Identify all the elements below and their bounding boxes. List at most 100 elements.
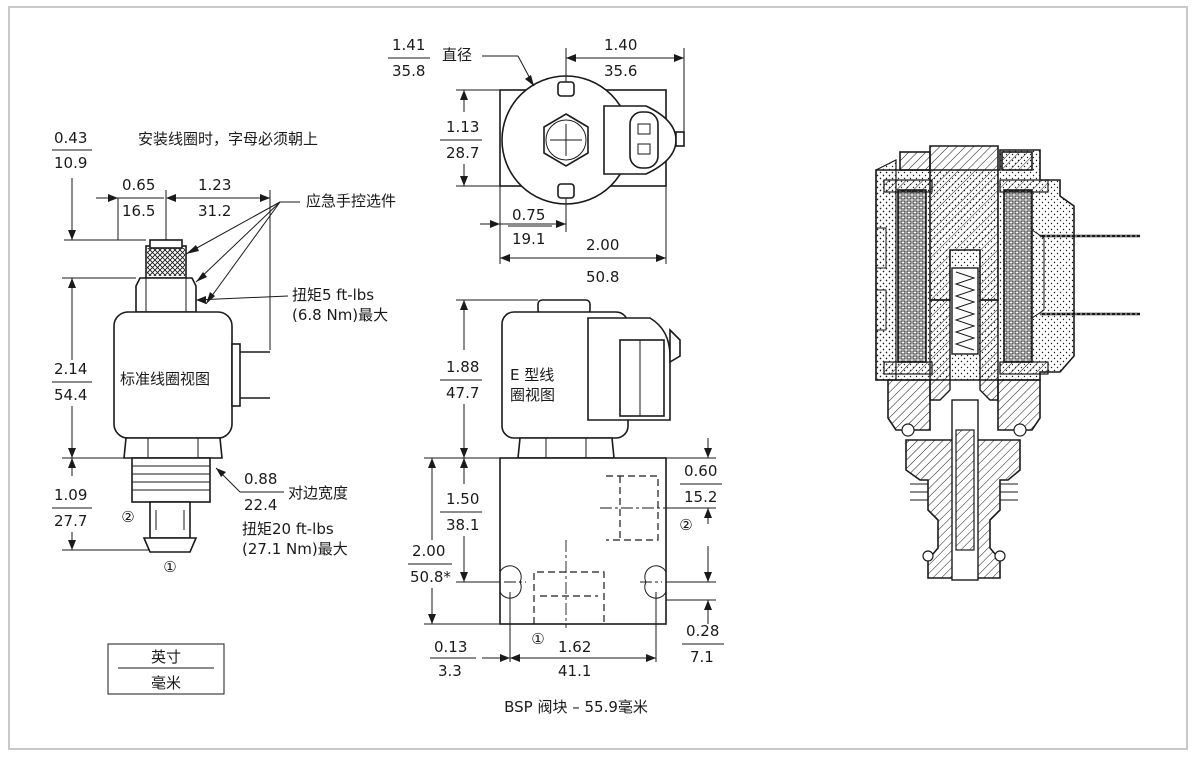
svg-text:1.41: 1.41 bbox=[392, 36, 425, 54]
svg-text:0.75: 0.75 bbox=[512, 206, 545, 224]
coil-connector bbox=[231, 343, 241, 407]
dim-body-depth: 1.13 28.7 bbox=[440, 89, 500, 187]
svg-text:54.4: 54.4 bbox=[54, 386, 87, 404]
svg-text:应急手控选件: 应急手控选件 bbox=[306, 192, 396, 210]
unit-inch: 英寸 bbox=[151, 648, 181, 666]
dim-connector-width: 1.40 35.6 bbox=[565, 36, 685, 132]
svg-text:1.50: 1.50 bbox=[446, 490, 479, 508]
cartridge-threads-section bbox=[910, 483, 1018, 501]
svg-text:3.3: 3.3 bbox=[438, 662, 462, 680]
spring bbox=[954, 271, 976, 351]
svg-text:47.7: 47.7 bbox=[446, 384, 479, 402]
svg-text:1.40: 1.40 bbox=[604, 36, 637, 54]
svg-text:22.4: 22.4 bbox=[244, 496, 277, 514]
e-coil-label-2: 圈视图 bbox=[510, 386, 555, 404]
thread-lines bbox=[132, 465, 210, 491]
svg-text:(6.8 Nm)最大: (6.8 Nm)最大 bbox=[292, 306, 388, 324]
dim-knob-width: 0.65 16.5 bbox=[96, 176, 176, 240]
block-caption: BSP 阀块 – 55.9毫米 bbox=[504, 698, 648, 716]
dim-override-offset: 0.43 10.9 bbox=[52, 129, 146, 241]
coil-nut-section bbox=[1001, 151, 1033, 171]
section-view bbox=[875, 145, 1140, 581]
svg-text:对边宽度: 对边宽度 bbox=[288, 484, 348, 502]
e-coil-latch bbox=[669, 328, 681, 364]
svg-text:16.5: 16.5 bbox=[122, 202, 155, 220]
svg-text:直径: 直径 bbox=[442, 46, 472, 64]
coil-nut-section bbox=[899, 151, 931, 171]
svg-text:19.1: 19.1 bbox=[512, 230, 545, 248]
dim-hole-offset-bottom: 0.28 7.1 bbox=[666, 546, 724, 666]
svg-text:1.62: 1.62 bbox=[558, 638, 591, 656]
svg-text:28.7: 28.7 bbox=[446, 144, 479, 162]
coil-nut bbox=[135, 277, 197, 313]
svg-text:0.88: 0.88 bbox=[244, 470, 277, 488]
svg-text:38.1: 38.1 bbox=[446, 516, 479, 534]
dim-block-height: 2.00 50.8* bbox=[408, 458, 500, 625]
manual-override-callout: 应急手控选件 bbox=[185, 192, 396, 305]
svg-text:1.13: 1.13 bbox=[446, 118, 479, 136]
svg-text:2.00: 2.00 bbox=[412, 542, 445, 560]
valve-body-left bbox=[887, 379, 931, 431]
units-legend: 英寸 毫米 bbox=[107, 643, 225, 695]
svg-text:2.14: 2.14 bbox=[54, 360, 87, 378]
svg-text:7.1: 7.1 bbox=[690, 648, 714, 666]
svg-text:27.7: 27.7 bbox=[54, 512, 87, 530]
svg-text:0.43: 0.43 bbox=[54, 129, 87, 147]
svg-text:15.2: 15.2 bbox=[684, 488, 717, 506]
dim-port2-height: 1.50 38.1 bbox=[424, 457, 500, 583]
svg-text:50.8*: 50.8* bbox=[410, 568, 451, 586]
svg-text:35.6: 35.6 bbox=[604, 62, 637, 80]
cartridge-thread bbox=[131, 457, 211, 503]
dim-port2-offset: 0.60 15.2 bbox=[666, 438, 722, 524]
svg-text:扭矩20 ft-lbs: 扭矩20 ft-lbs bbox=[242, 520, 334, 538]
svg-text:50.8: 50.8 bbox=[586, 268, 619, 286]
dim-e-coil-height: 1.88 47.7 bbox=[440, 299, 538, 458]
dim-coil-tab-width: 1.23 31.2 bbox=[176, 176, 271, 350]
connector-pin bbox=[675, 131, 685, 147]
svg-text:0.65: 0.65 bbox=[122, 176, 155, 194]
knurl-pattern bbox=[147, 248, 185, 276]
svg-text:扭矩5 ft-lbs: 扭矩5 ft-lbs bbox=[292, 286, 374, 304]
spool bbox=[955, 429, 975, 551]
svg-text:35.8: 35.8 bbox=[392, 62, 425, 80]
hex-size-callout: 0.88 22.4 对边宽度 扭矩20 ft-lbs (27.1 Nm)最大 bbox=[215, 467, 348, 558]
coil-winding-right bbox=[1003, 189, 1033, 363]
coil-tab bbox=[557, 183, 575, 199]
svg-text:41.1: 41.1 bbox=[558, 662, 591, 680]
svg-text:31.2: 31.2 bbox=[198, 202, 231, 220]
coil-tab bbox=[557, 81, 575, 97]
svg-text:0.28: 0.28 bbox=[686, 622, 719, 640]
bsp-manifold-block bbox=[499, 457, 667, 625]
dim-coil-height: 2.14 54.4 bbox=[52, 277, 136, 459]
svg-text:0.60: 0.60 bbox=[684, 462, 717, 480]
unit-mm: 毫米 bbox=[151, 674, 181, 692]
coil-nut-torque-callout: 扭矩5 ft-lbs (6.8 Nm)最大 bbox=[195, 286, 388, 324]
port-1-label: ① bbox=[163, 558, 176, 576]
knob-cap bbox=[149, 239, 183, 249]
cartridge-spool bbox=[149, 501, 191, 539]
top-view: 1.41 35.8 直径 1.40 35.6 1.13 28.7 bbox=[388, 36, 685, 286]
svg-text:0.13: 0.13 bbox=[434, 638, 467, 656]
dim-coil-diameter: 1.41 35.8 直径 bbox=[388, 36, 535, 87]
standard-coil-view: 安装线圈时，字母必须朝上 标准线圈视图 ② bbox=[52, 129, 396, 695]
e-coil-label-1: E 型线 bbox=[510, 366, 554, 384]
cartridge-hex bbox=[123, 437, 223, 459]
port-2-label: ② bbox=[121, 508, 134, 526]
dim-hole-spacing: 1.62 41.1 bbox=[510, 592, 657, 680]
coil-winding-left bbox=[897, 189, 927, 363]
cavity-hidden-lines bbox=[533, 475, 676, 628]
dim-cavity-depth: 1.09 27.7 bbox=[52, 458, 150, 551]
dim-body-width: 2.00 50.8 bbox=[500, 186, 667, 286]
cartridge-hex bbox=[517, 437, 615, 459]
svg-text:1.23: 1.23 bbox=[198, 176, 231, 194]
connector-plug bbox=[629, 111, 659, 169]
port-2-label: ② bbox=[679, 516, 692, 534]
cartridge-tip bbox=[142, 537, 198, 553]
dim-center-offset: 0.75 19.1 bbox=[480, 186, 567, 264]
drawing-frame bbox=[8, 6, 1188, 750]
coil-label: 标准线圈视图 bbox=[120, 370, 210, 388]
svg-text:1.88: 1.88 bbox=[446, 358, 479, 376]
svg-text:(27.1 Nm)最大: (27.1 Nm)最大 bbox=[242, 540, 348, 558]
e-coil-plug bbox=[619, 339, 665, 417]
svg-text:10.9: 10.9 bbox=[54, 154, 87, 172]
